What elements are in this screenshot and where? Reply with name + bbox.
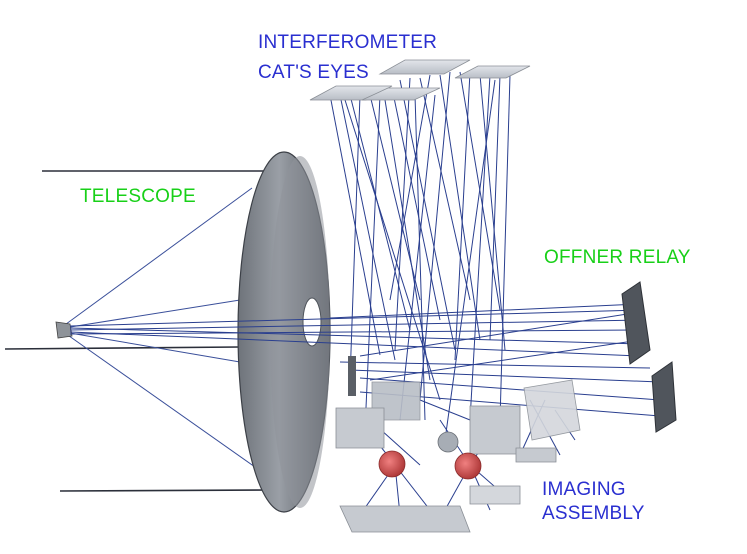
assembly-label: ASSEMBLY [542,503,645,524]
telescope-tube-lines [4,170,276,492]
offner-relay-mirrors [621,281,677,433]
offner-relay-label: OFFNER RELAY [544,247,691,268]
telescope-cone [61,187,266,475]
cats-eye-mirrors [309,59,531,101]
detectors [378,450,482,480]
interferometer-rays [329,71,511,441]
secondary-mirror [55,321,73,339]
interferometer-label: INTERFEROMETER [258,32,438,53]
imaging-assembly [335,356,581,533]
imaging-label: IMAGING [542,479,626,500]
cats-eyes-label: CAT'S EYES [258,62,369,83]
telescope-label: TELESCOPE [80,186,196,207]
